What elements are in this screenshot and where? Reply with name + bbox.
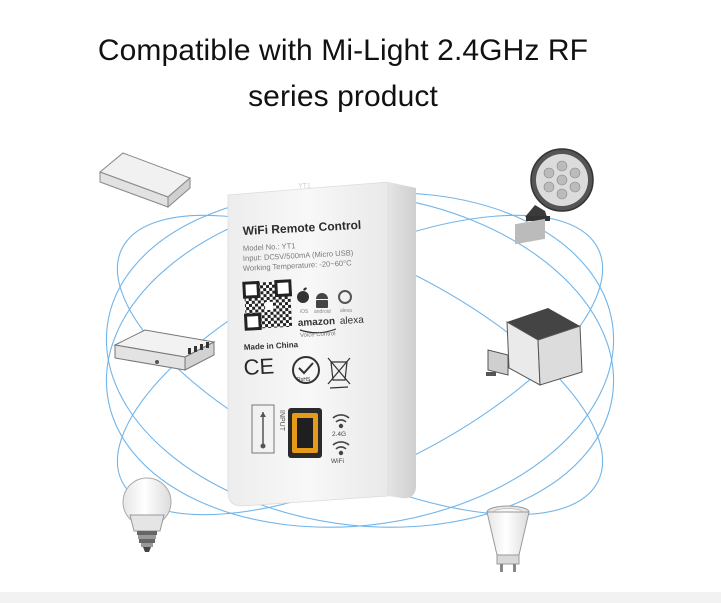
device-title: WiFi Remote Control (242, 218, 361, 238)
android-icon (316, 293, 328, 308)
platform-alexa-label: alexa (340, 308, 352, 314)
alexa-label: alexa (340, 315, 365, 327)
rohs-icon: RoHS (292, 356, 320, 384)
alexa-icon (338, 290, 352, 304)
wifi-label: WiFi (331, 458, 344, 465)
micro-usb-port (288, 408, 322, 458)
spot-bulb-icon (486, 505, 530, 572)
platform-ios-label: iOS (300, 309, 309, 315)
input-port-label: INPUT (278, 410, 285, 432)
wifi-signal-icon-bottom (332, 441, 350, 456)
wifi-signal-icon-top (332, 414, 350, 429)
rohs-label: RoHS (297, 377, 311, 383)
bottom-bar (0, 592, 721, 603)
amazon-label: amazon (298, 316, 336, 329)
made-in-label: Made in China (244, 340, 299, 352)
apple-icon (297, 287, 309, 303)
garden-light-icon (525, 148, 594, 221)
led-strip-controller-icon (113, 329, 216, 371)
led-bulb-icon (122, 477, 172, 552)
usb-icon (251, 404, 275, 454)
device-model: Model No.: YT1 (243, 241, 296, 253)
voice-control-label: Voice Control (300, 331, 336, 339)
headline-line-2: series product (248, 80, 438, 113)
ce-mark: CE (243, 353, 275, 380)
platform-android-label: android (314, 309, 331, 315)
device-side (388, 182, 416, 499)
device-watermark: YT1 (298, 183, 311, 190)
wifi-remote-device: YT1 WiFi Remote Control Model No.: YT1 I… (227, 181, 416, 507)
device-front (227, 181, 389, 507)
band-label: 2.4G (332, 431, 346, 438)
flood-light-icon (486, 218, 583, 386)
headline-line-1: Compatible with Mi-Light 2.4GHz RF (97, 34, 589, 67)
amazon-smile-icon (299, 328, 337, 334)
weee-bin-icon (327, 357, 351, 389)
rf-controller-box-icon (99, 152, 191, 209)
qr-code-icon (242, 279, 293, 331)
